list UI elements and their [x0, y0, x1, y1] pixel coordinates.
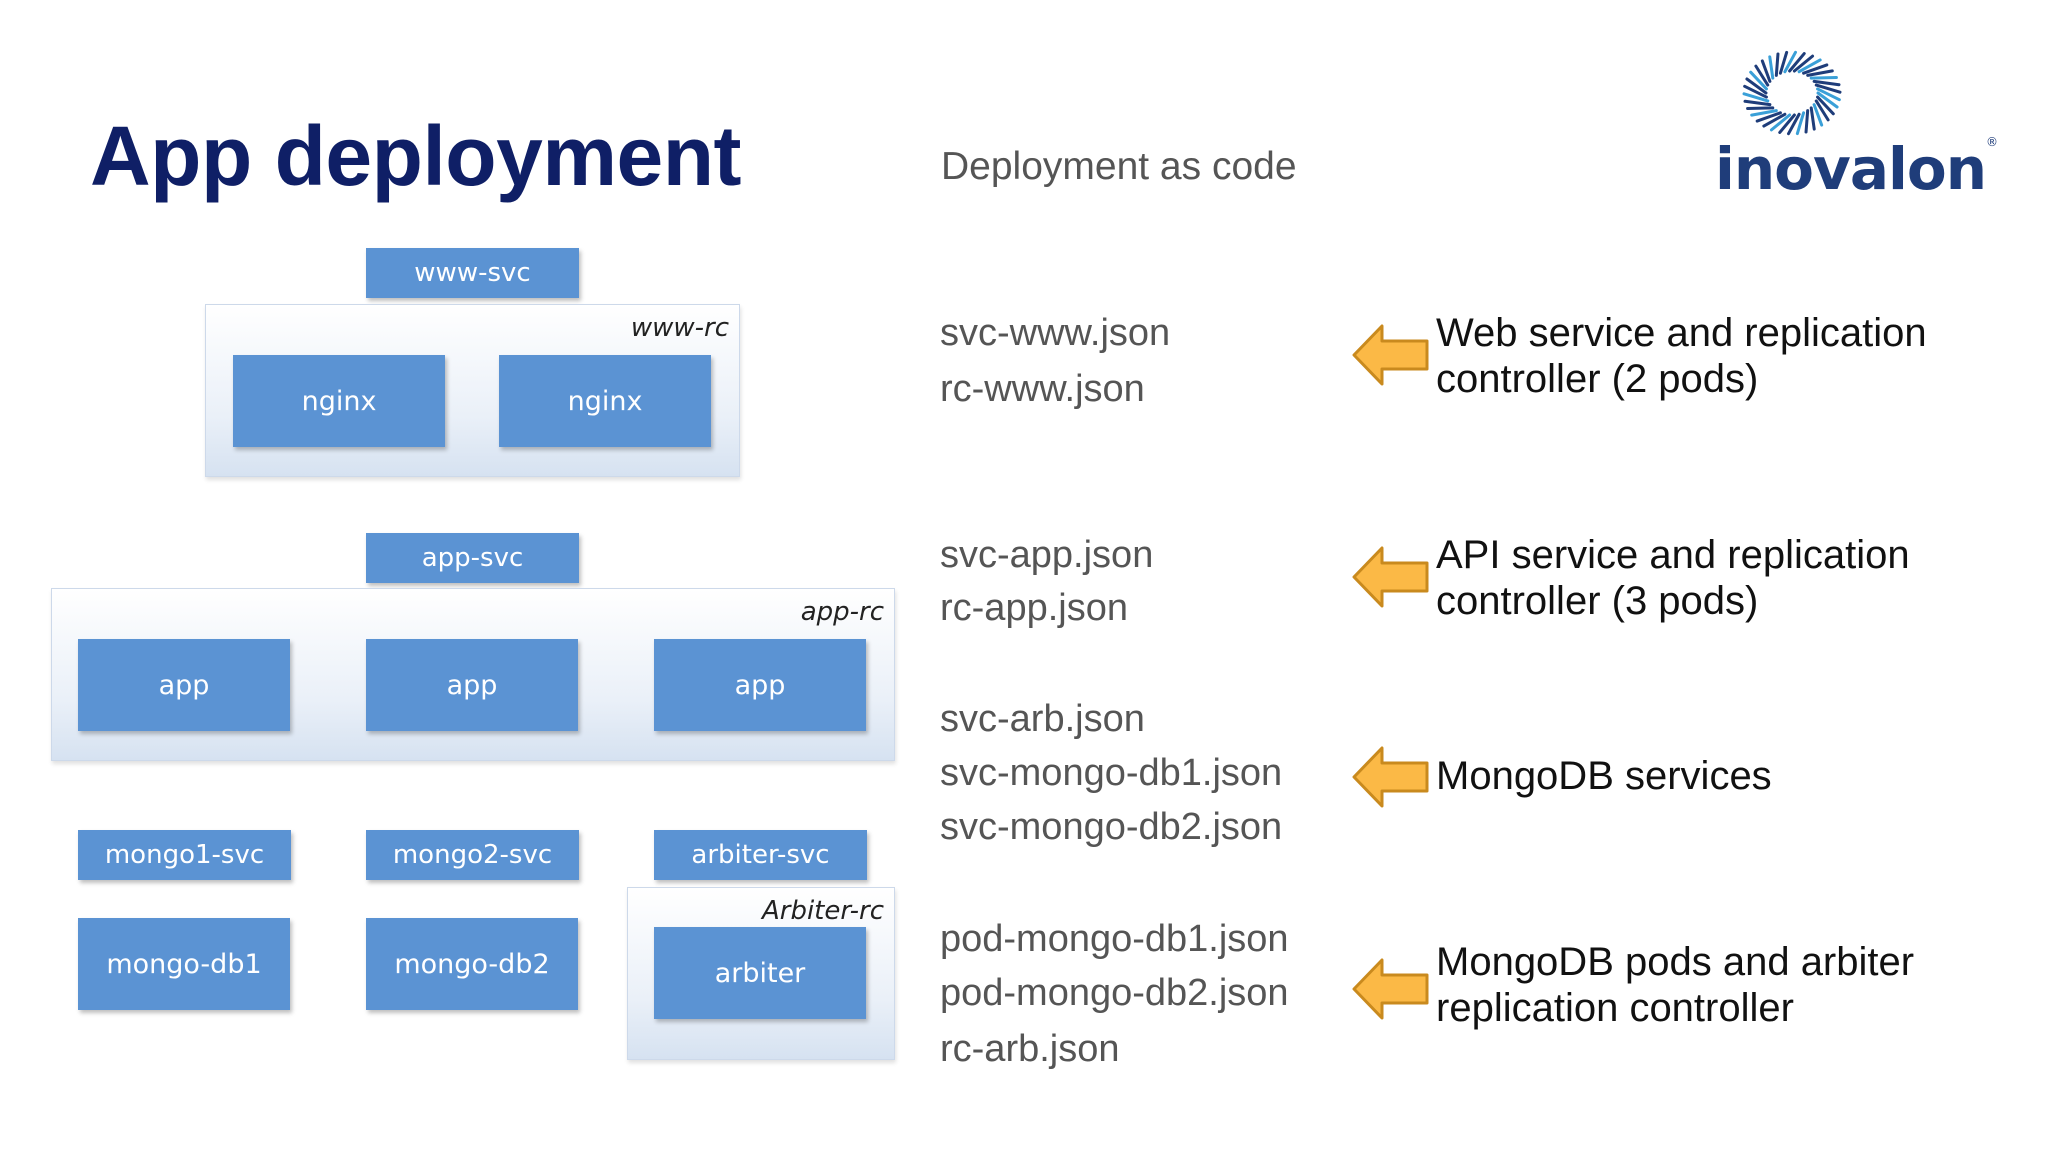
logo-registered: ®	[1985, 135, 1998, 149]
row1-file-2: rc-www.json	[940, 368, 1145, 410]
swirl-ray	[1774, 52, 1780, 77]
row3-left-arrow-icon	[1352, 746, 1429, 808]
row1-file-1: svc-www.json	[940, 312, 1171, 354]
row3-file-2: svc-mongo-db1.json	[940, 752, 1283, 794]
mongo1-svc-box: mongo1-svc	[78, 830, 291, 880]
row4-description-line-1: MongoDB pods and arbiter	[1436, 940, 1915, 984]
swirl-ray	[1787, 112, 1801, 136]
inovalon-logo: inovalon®	[1700, 45, 1998, 203]
swirl-ray	[1802, 63, 1829, 75]
swirl-ray	[1755, 111, 1782, 123]
row1-description-line-1: Web service and replication	[1436, 311, 1927, 355]
swirl-ray	[1814, 99, 1830, 122]
row4-file-2: pod-mongo-db2.json	[940, 972, 1289, 1014]
row4-file-1: pod-mongo-db1.json	[940, 918, 1289, 960]
www-svc-box: www-svc	[366, 248, 579, 298]
logo-text: inovalon	[1715, 135, 1987, 203]
row2-description-line-2: controller (3 pods)	[1436, 579, 1759, 623]
slide-subtitle: Deployment as code	[941, 145, 1297, 188]
swirl-ray	[1816, 91, 1839, 109]
arbiter-pod: arbiter	[654, 927, 866, 1019]
app-svc-box: app-svc	[366, 533, 579, 583]
swirl-ray	[1743, 99, 1772, 107]
swirl-ray	[1816, 87, 1841, 102]
www-rc-label: www-rc	[630, 313, 729, 343]
swirl-ray	[1812, 79, 1841, 87]
swirl-ray	[1762, 112, 1787, 128]
swirl-ray	[1795, 111, 1806, 136]
swirl-ray	[1788, 52, 1806, 73]
row2-file-2: rc-app.json	[940, 587, 1128, 629]
row3-file-1: svc-arb.json	[940, 698, 1145, 740]
row3-file-3: svc-mongo-db2.json	[940, 806, 1283, 848]
row4-left-arrow-icon	[1352, 958, 1429, 1020]
swirl-ray	[1749, 70, 1768, 91]
row2-description-line-1: API service and replication	[1436, 533, 1910, 577]
swirl-ray	[1769, 113, 1792, 132]
arbiter-rc-label: Arbiter-rc	[761, 896, 884, 926]
row3-description-line-1: MongoDB services	[1436, 754, 1772, 798]
arbiter-svc-box: arbiter-svc	[654, 830, 867, 880]
row2-left-arrow-icon	[1352, 546, 1429, 608]
swirl-ray	[1792, 54, 1815, 73]
row1-description: Web service and replication controller (…	[1436, 310, 1927, 402]
mongo-db1-pod: mongo-db1	[78, 918, 290, 1010]
logo-wordmark: inovalon®	[1715, 135, 1998, 203]
app-pod-1: app	[78, 639, 290, 731]
slide-title: App deployment	[90, 109, 742, 203]
app-pod-3: app	[654, 639, 866, 731]
swirl-ray	[1806, 69, 1834, 77]
swirl-ray	[1746, 106, 1775, 110]
swirl-ray	[1745, 77, 1768, 95]
swirl-ray	[1778, 50, 1789, 75]
mongo-db2-pod: mongo-db2	[366, 918, 578, 1010]
swirl-ray	[1778, 113, 1796, 134]
swirl-ray	[1797, 58, 1822, 74]
swirl-ray	[1754, 64, 1770, 87]
swirl-ray	[1816, 95, 1835, 116]
swirl-ray	[1812, 103, 1824, 127]
row4-file-3: rc-arb.json	[940, 1028, 1120, 1070]
app-pod-2: app	[366, 639, 578, 731]
swirl-ray	[1809, 76, 1838, 80]
row2-description: API service and replication controller (…	[1436, 532, 1910, 624]
row1-left-arrow-icon	[1352, 324, 1429, 386]
swirl-ray	[1783, 50, 1797, 74]
swirl-ray	[1760, 59, 1772, 83]
app-rc-label: app-rc	[800, 597, 884, 627]
swirl-ray	[1750, 109, 1778, 117]
row1-description-line-2: controller (2 pods)	[1436, 357, 1759, 401]
swirl-ray	[1814, 83, 1842, 94]
row4-description: MongoDB pods and arbiter replication con…	[1436, 939, 1914, 1031]
swirl-ray	[1804, 109, 1810, 134]
nginx-pod-1: nginx	[233, 355, 445, 447]
row3-description: MongoDB services	[1436, 753, 1772, 799]
nginx-pod-2: nginx	[499, 355, 711, 447]
swirl-ray	[1742, 92, 1770, 103]
swirl-ray	[1768, 55, 1775, 80]
swirl-icon	[1742, 50, 1842, 136]
mongo2-svc-box: mongo2-svc	[366, 830, 579, 880]
row4-description-line-2: replication controller	[1436, 986, 1794, 1030]
row2-file-1: svc-app.json	[940, 534, 1154, 576]
swirl-ray	[1809, 106, 1816, 131]
swirl-ray	[1743, 84, 1768, 99]
